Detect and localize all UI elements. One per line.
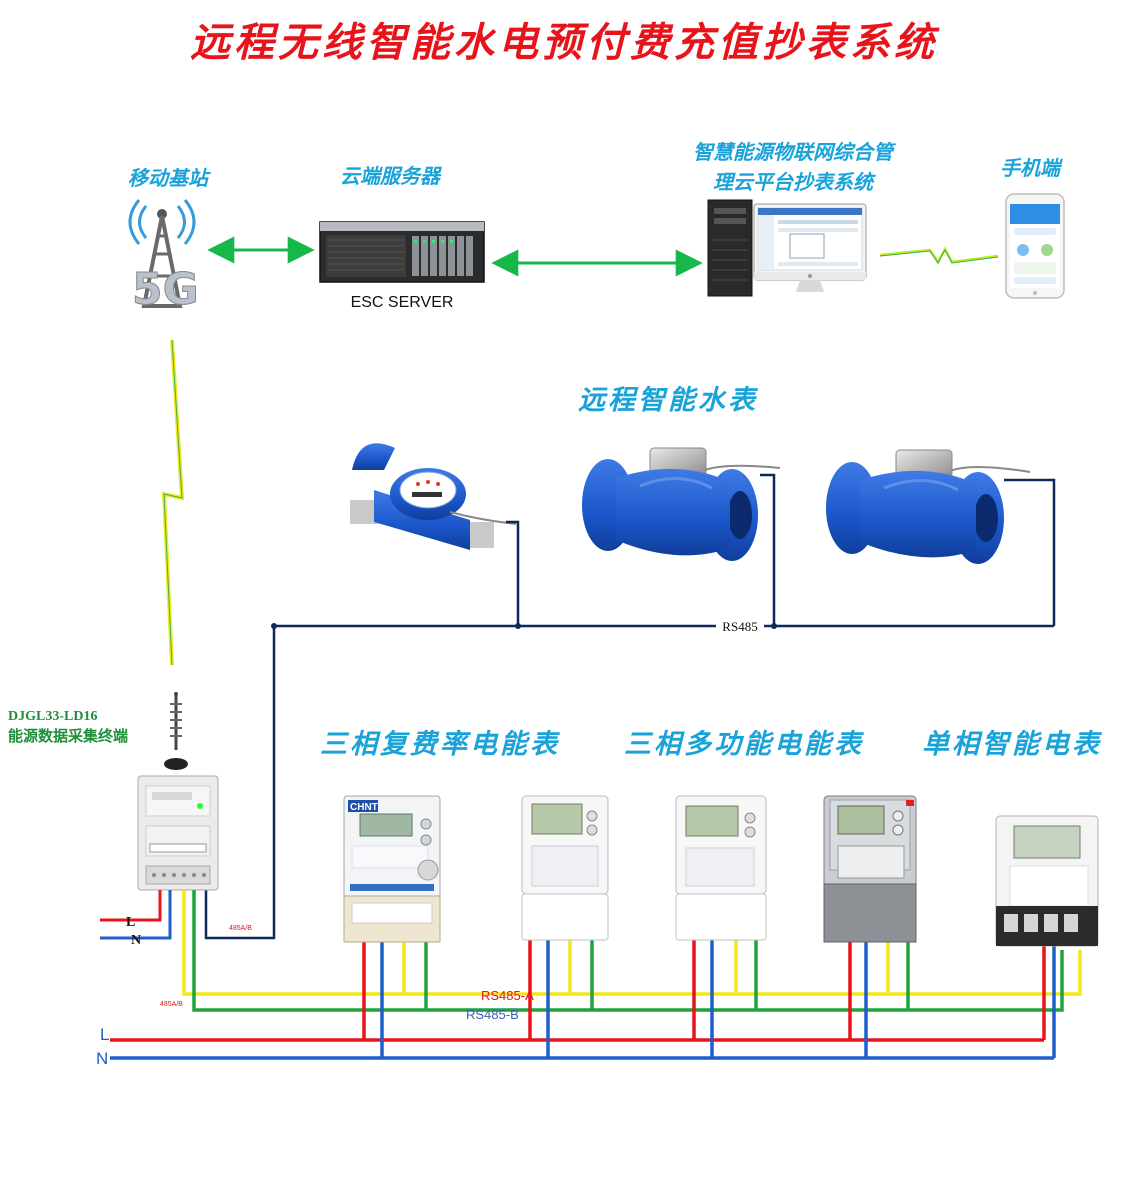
rs485-water-label: RS485 bbox=[722, 619, 757, 634]
rs485-water-bus bbox=[204, 473, 1056, 940]
three-phase-multi-rate-meter-2 bbox=[521, 795, 609, 941]
terminal-port-label-2: 485A/B bbox=[160, 1001, 183, 1008]
single-phase-label: 单相智能电表 bbox=[922, 729, 1102, 760]
rack-server-icon bbox=[319, 221, 485, 283]
brand-chnt: CHNT bbox=[350, 802, 378, 813]
terminal-input-l-label: L bbox=[126, 915, 135, 930]
rs485-b-bus bbox=[192, 890, 1064, 1012]
terminal-input-n-label: N bbox=[131, 933, 141, 948]
smartphone-icon bbox=[1005, 193, 1065, 299]
badge-5g: 5G bbox=[132, 264, 199, 315]
terminal-input-l-wire bbox=[100, 890, 162, 922]
pc-tower-icon bbox=[707, 199, 753, 297]
terminal-antenna-icon bbox=[164, 692, 188, 770]
live-line-label: L bbox=[100, 1025, 109, 1044]
terminal-input-n-wire bbox=[100, 890, 172, 940]
terminal-port-label-1: 485A/B bbox=[229, 925, 252, 932]
three-phase-multi-function-label: 三相多功能电能表 bbox=[624, 729, 864, 760]
data-terminal-device bbox=[137, 775, 219, 891]
terminal-name: 能源数据采集终端 bbox=[8, 728, 129, 745]
mobile-label: 手机端 bbox=[1000, 156, 1060, 180]
terminal-model-code: DJGL33-LD16 bbox=[8, 709, 98, 724]
rs485-a-label: RS485-A bbox=[481, 988, 534, 1003]
flanged-water-meter-2-icon bbox=[826, 449, 1031, 564]
three-phase-multi-rate-meter-1: CHNT bbox=[343, 795, 441, 943]
platform-label-line2: 理云平台抄表系统 bbox=[713, 170, 873, 194]
three-phase-multi-function-meter-2 bbox=[823, 795, 917, 943]
base-station-label: 移动基站 bbox=[128, 166, 208, 190]
neutral-line-label: N bbox=[96, 1049, 108, 1068]
single-phase-smart-meter bbox=[995, 815, 1099, 947]
three-phase-multi-function-meter-1 bbox=[675, 795, 767, 941]
monitor-icon bbox=[753, 203, 867, 292]
water-meters-label: 远程智能水表 bbox=[578, 385, 758, 416]
three-phase-multi-rate-label: 三相复费率电能表 bbox=[320, 729, 560, 760]
flanged-water-meter-1-icon bbox=[582, 447, 781, 561]
wireless-link-phone bbox=[879, 246, 999, 265]
platform-label-line1: 智慧能源物联网综合管 bbox=[693, 140, 893, 164]
wireless-link-terminal bbox=[161, 339, 185, 666]
rs485-b-label: RS485-B bbox=[466, 1007, 519, 1022]
server-caption: ESC SERVER bbox=[350, 294, 454, 311]
base-station-tower-icon: 5G bbox=[128, 199, 199, 316]
rs485-a-bus bbox=[182, 890, 1082, 996]
cloud-server-label: 云端服务器 bbox=[340, 164, 440, 188]
page-title: 远程无线智能水电预付费充值抄表系统 bbox=[190, 19, 938, 66]
small-water-meter-icon bbox=[350, 443, 517, 550]
